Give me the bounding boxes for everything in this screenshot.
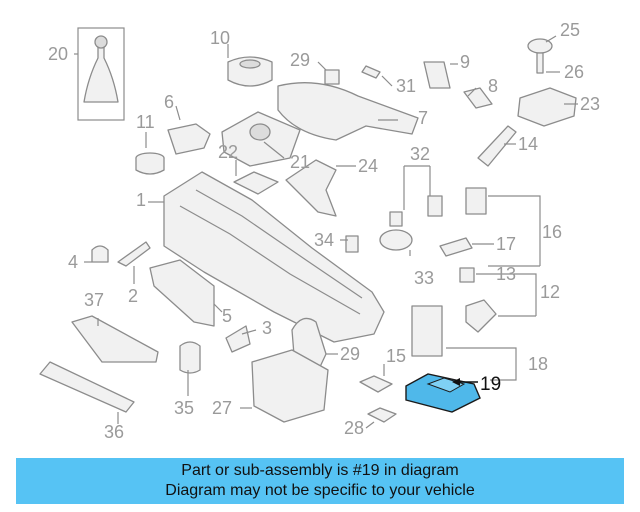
callout-18: 18 — [528, 354, 548, 374]
callout-29: 29 — [340, 344, 360, 364]
part-5 — [149, 259, 215, 327]
part-20-shift-boot — [77, 27, 125, 121]
callout-1: 1 — [136, 190, 146, 210]
callout-15: 15 — [386, 346, 406, 366]
callout-25: 25 — [560, 20, 580, 40]
part-2 — [117, 241, 151, 267]
callout-32: 32 — [410, 144, 430, 164]
part-25-knob — [527, 38, 553, 74]
callout-13: 13 — [496, 264, 516, 284]
callout-labels: 20 10 29 31 9 8 25 26 23 6 11 7 22 21 24… — [48, 20, 600, 442]
callout-19: 19 — [480, 374, 501, 395]
callout-14: 14 — [518, 134, 538, 154]
banner-line-2: Diagram may not be specific to your vehi… — [165, 482, 475, 499]
leader-lines — [74, 35, 578, 429]
arrow-19 — [452, 378, 460, 386]
part-14 — [477, 125, 517, 167]
part-1-center-console — [163, 171, 385, 343]
part-19-highlighted — [405, 373, 481, 413]
part-32 — [389, 195, 443, 227]
part-16 — [465, 187, 487, 215]
part-6 — [167, 123, 211, 155]
part-34 — [345, 235, 359, 253]
callout-12: 12 — [540, 282, 560, 302]
callout-17: 17 — [496, 234, 516, 254]
callout-37: 37 — [84, 290, 104, 310]
callout-4: 4 — [68, 252, 78, 272]
callout-30: 29 — [290, 50, 310, 70]
callout-7: 7 — [418, 108, 428, 128]
part-33 — [379, 229, 413, 251]
callout-2: 2 — [128, 286, 138, 306]
part-3 — [225, 325, 251, 353]
part-35 — [179, 341, 201, 374]
part-21 — [221, 111, 301, 167]
part-37 — [71, 315, 159, 363]
callout-22: 22 — [218, 142, 238, 162]
callout-6: 6 — [164, 92, 174, 112]
callout-10: 10 — [210, 28, 230, 48]
callout-24: 24 — [358, 156, 378, 176]
callout-36: 36 — [104, 422, 124, 442]
part-31 — [361, 65, 381, 79]
part-13 — [459, 267, 475, 283]
callout-33: 33 — [414, 268, 434, 288]
part-7-top-trim — [277, 82, 419, 141]
callout-5: 5 — [222, 306, 232, 326]
part-12 — [465, 299, 497, 333]
banner-line-1: Part or sub-assembly is #19 in diagram — [181, 462, 459, 479]
part-30 — [324, 69, 340, 85]
part-28 — [367, 407, 397, 423]
part-17 — [439, 237, 473, 257]
callout-16: 16 — [542, 222, 562, 242]
callout-23: 23 — [580, 94, 600, 114]
part-9 — [423, 61, 451, 89]
callout-21: 21 — [290, 152, 310, 172]
part-24 — [285, 159, 337, 217]
callout-28: 28 — [344, 418, 364, 438]
part-23-gate — [517, 87, 577, 127]
callout-9: 9 — [460, 52, 470, 72]
callout-34: 34 — [314, 230, 334, 250]
parts-diagram: 20 10 29 31 9 8 25 26 23 6 11 7 22 21 24… — [39, 20, 600, 442]
info-banner: Part or sub-assembly is #19 in diagram D… — [16, 458, 624, 504]
part-4 — [91, 245, 109, 263]
callout-20: 20 — [48, 44, 68, 64]
callout-11: 11 — [136, 112, 155, 132]
callout-26: 26 — [564, 62, 584, 82]
part-10 — [227, 56, 273, 87]
callout-8: 8 — [488, 76, 498, 96]
part-36 — [39, 361, 135, 413]
part-22 — [233, 171, 279, 195]
callout-27: 27 — [212, 398, 232, 418]
part-27-housing — [251, 349, 329, 423]
part-15 — [359, 375, 393, 393]
part-11 — [135, 152, 165, 175]
callout-3: 3 — [262, 318, 272, 338]
part-18 — [411, 305, 443, 357]
callout-31: 31 — [396, 76, 416, 96]
callout-35: 35 — [174, 398, 194, 418]
